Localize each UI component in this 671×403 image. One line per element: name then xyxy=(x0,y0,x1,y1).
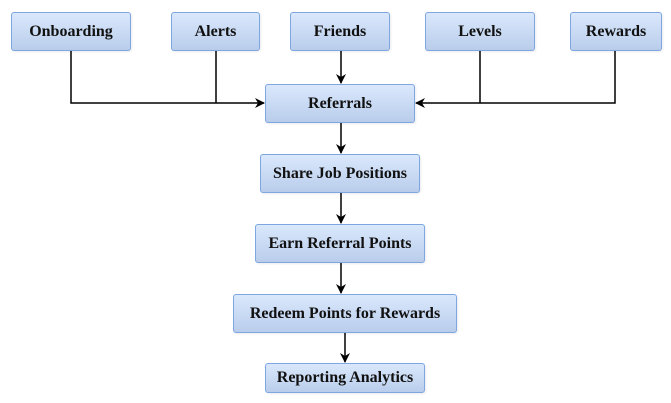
edge-onboarding-referrals xyxy=(70,51,265,108)
node-alerts: Alerts xyxy=(171,12,260,51)
node-earn-referral-points: Earn Referral Points xyxy=(255,224,425,263)
node-onboarding: Onboarding xyxy=(11,12,131,51)
node-rewards: Rewards xyxy=(570,12,662,51)
node-share-job-positions: Share Job Positions xyxy=(260,154,420,193)
node-referrals: Referrals xyxy=(265,84,415,123)
node-friends: Friends xyxy=(290,12,390,51)
node-redeem-points-for-rewards: Redeem Points for Rewards xyxy=(233,294,457,333)
node-levels: Levels xyxy=(425,12,535,51)
edge-rewards-referrals xyxy=(415,51,616,108)
node-reporting-analytics: Reporting Analytics xyxy=(265,363,425,393)
